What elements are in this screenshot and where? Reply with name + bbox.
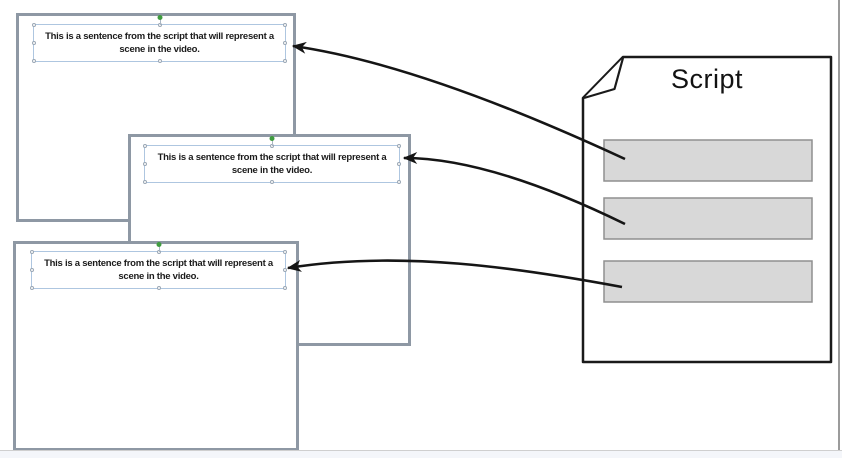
sentence-line-1: This is a sentence from the script that … (45, 31, 274, 42)
resize-handle (283, 286, 287, 290)
rotation-handle-icon (156, 242, 161, 247)
resize-handle (30, 250, 34, 254)
resize-handle (32, 59, 36, 63)
resize-handle (143, 162, 147, 166)
resize-handle (270, 180, 274, 184)
slide2-textbox: This is a sentence from the script that … (143, 136, 401, 184)
resize-handle (283, 250, 287, 254)
slide1-textbox: This is a sentence from the script that … (32, 15, 287, 63)
scene-slide-3: This is a sentence from the script that … (13, 241, 299, 451)
resize-handle (397, 162, 401, 166)
resize-handle (397, 144, 401, 148)
rotation-handle-icon (157, 15, 162, 20)
rotation-handle-icon (269, 136, 275, 141)
resize-handle (397, 180, 401, 184)
resize-handle (283, 268, 287, 272)
rotation-stem (159, 18, 161, 25)
resize-handle (143, 180, 147, 184)
resize-handle (143, 144, 147, 148)
resize-handle (283, 59, 287, 63)
script-document-shape (581, 55, 833, 364)
resize-handle (156, 286, 161, 290)
sentence-line-2: scene in the video. (118, 271, 199, 282)
rotation-stem (272, 139, 273, 146)
sentence-line-1: This is a sentence from the script that … (44, 258, 273, 269)
resize-handle (283, 41, 287, 45)
resize-handle (32, 41, 36, 45)
bottom-strip (0, 450, 842, 458)
script-sentence-bar-3 (603, 260, 813, 303)
window-right-border (838, 0, 840, 458)
script-sentence-bar-1 (603, 139, 813, 182)
script-document-title: Script (670, 64, 744, 94)
mapping-arrow-2 (402, 152, 626, 226)
resize-handle (283, 23, 287, 27)
resize-handle (30, 268, 34, 272)
sentence-line-2: scene in the video. (119, 44, 200, 55)
rotation-stem (158, 245, 160, 252)
resize-handle (30, 286, 34, 290)
script-sentence-bar-2 (603, 197, 813, 240)
resize-handle (157, 59, 162, 63)
slide3-textbox: This is a sentence from the script that … (30, 242, 287, 290)
sentence-line-1: This is a sentence from the script that … (157, 152, 387, 163)
sentence-line-2: scene in the video. (231, 165, 313, 176)
resize-handle (32, 23, 36, 27)
